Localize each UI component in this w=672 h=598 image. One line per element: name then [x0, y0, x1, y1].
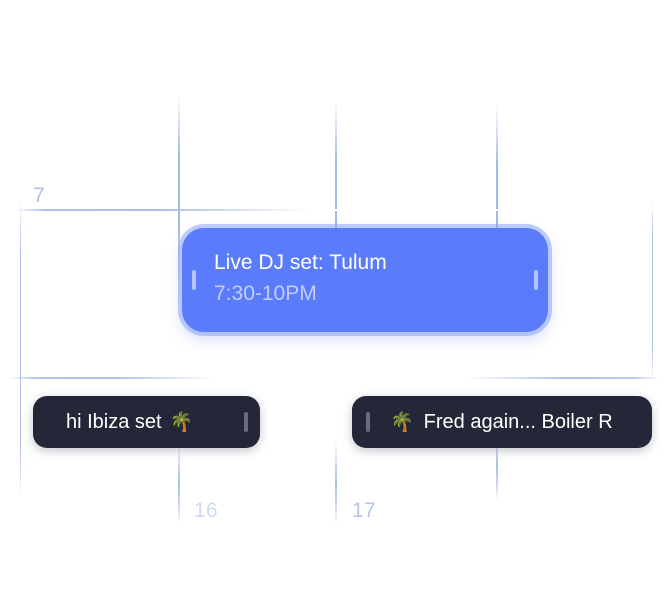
pill-resize-handle-left[interactable]: [366, 412, 370, 432]
palm-tree-icon: 🌴: [169, 411, 194, 433]
day-number-14[interactable]: 14: [510, 342, 534, 365]
chat-pill-text: Fred again... Boiler R: [423, 410, 613, 433]
event-card-live-dj-set[interactable]: Live DJ set: Tulum 7:30-10PM: [182, 228, 548, 332]
palm-tree-icon: 🌴: [390, 411, 414, 433]
day-number-13[interactable]: 13: [352, 342, 376, 365]
chat-pill-hi-ibiza-set[interactable]: hi Ibiza set 🌴: [33, 396, 260, 448]
resize-handle-left[interactable]: [192, 270, 196, 290]
gridline-vertical-col-8: [178, 95, 180, 385]
gridline-vertical-col-8-lower: [178, 385, 180, 525]
day-number-8[interactable]: 8: [192, 184, 204, 207]
chat-pill-text: hi Ibiza set: [66, 410, 162, 433]
event-time: 7:30-10PM: [214, 282, 317, 305]
day-number-10[interactable]: 10: [508, 184, 532, 207]
gridline-horizontal-row-1: [14, 209, 659, 211]
day-number-11[interactable]: 11: [35, 342, 58, 365]
pill-resize-handle-right[interactable]: [244, 412, 248, 432]
day-number-9[interactable]: 9: [351, 184, 363, 207]
gridline-vertical-guide-right: [652, 200, 654, 380]
gridline-horizontal-row-2: [8, 377, 660, 379]
resize-handle-right[interactable]: [534, 270, 538, 290]
day-number-7[interactable]: 7: [33, 184, 45, 207]
gridline-vertical-guide-left: [20, 200, 22, 500]
gridline-vertical-col-9-lower: [335, 385, 337, 525]
day-number-12[interactable]: 12: [192, 342, 216, 365]
day-number-16[interactable]: 16: [194, 499, 218, 522]
day-number-17[interactable]: 17: [352, 499, 376, 522]
event-title: Live DJ set: Tulum: [214, 251, 387, 274]
chat-pill-fred-again-boiler-room[interactable]: 🌴 Fred again... Boiler R: [352, 396, 652, 448]
